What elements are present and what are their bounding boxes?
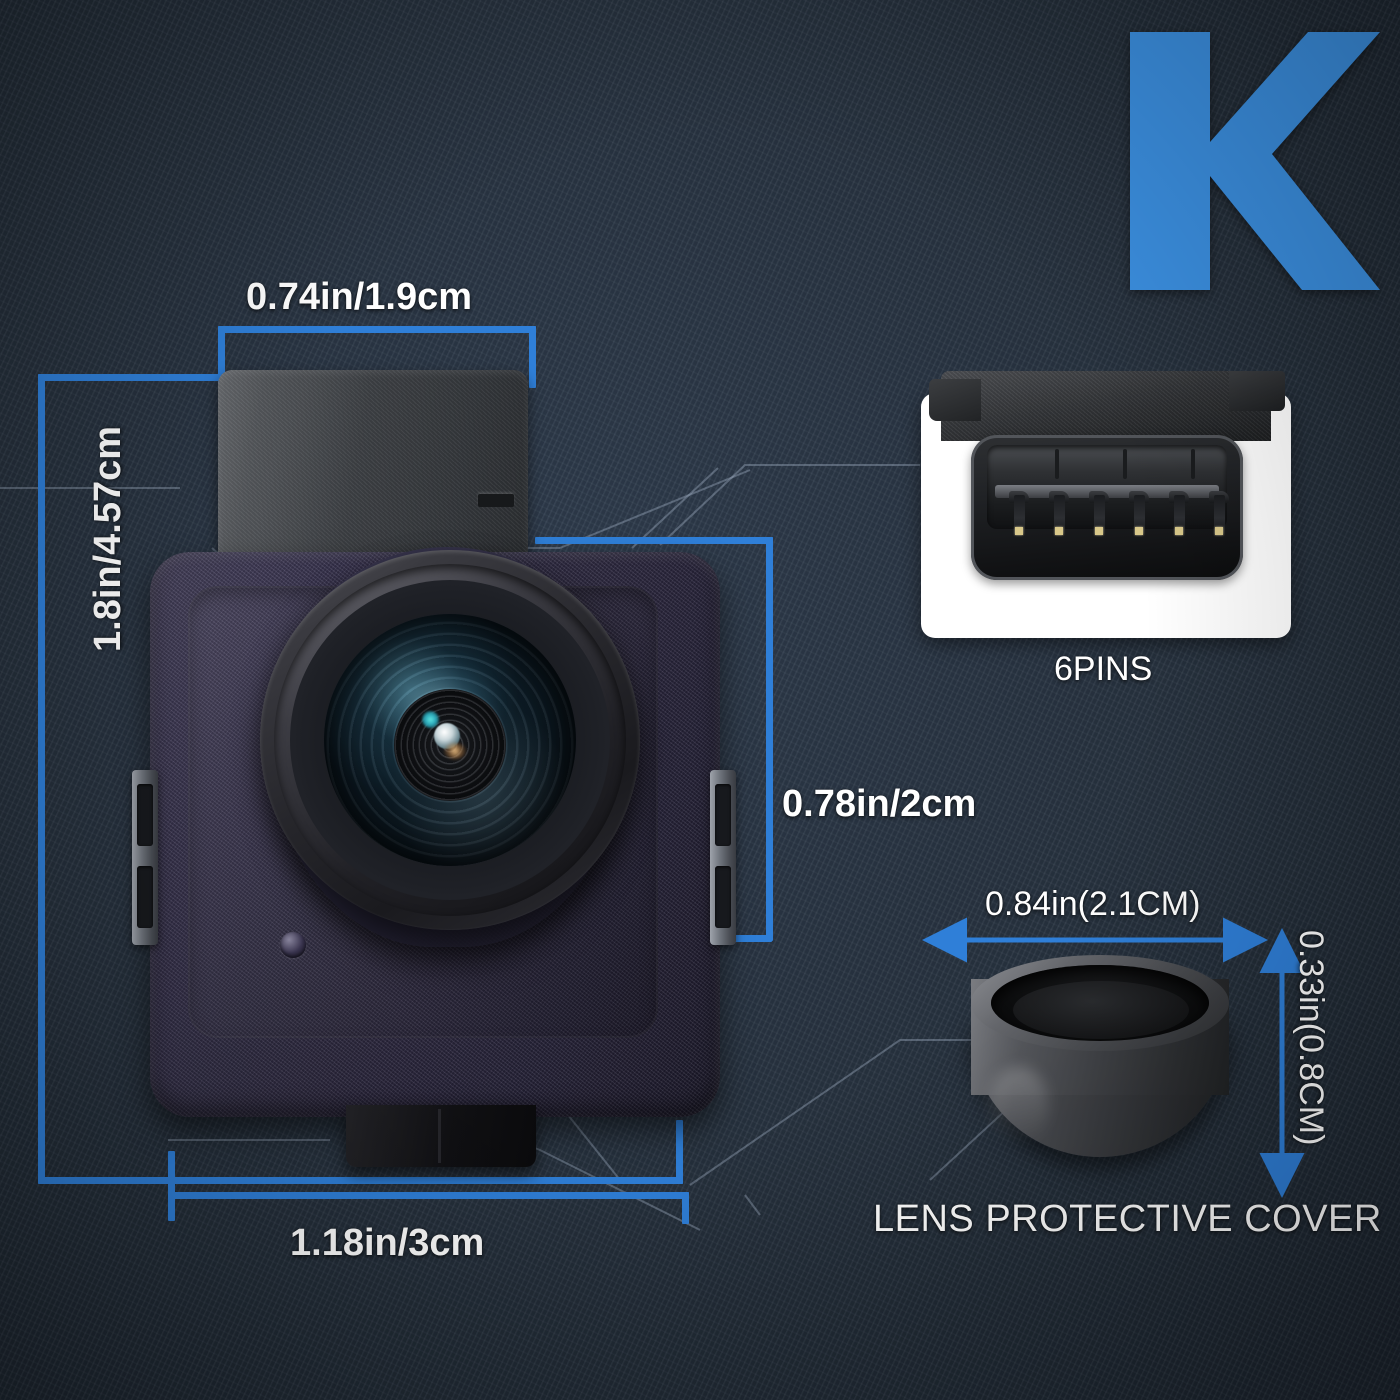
brand-logo-k bbox=[1112, 18, 1382, 298]
camera-mount-stem bbox=[346, 1105, 536, 1167]
lens-inner-ring bbox=[290, 580, 610, 900]
connector-cavity bbox=[987, 445, 1229, 537]
k-letter-icon bbox=[1130, 32, 1380, 290]
cover-specular-highlight bbox=[989, 1067, 1049, 1145]
clip-slot bbox=[137, 784, 153, 846]
dimline-bottom-width-tick-left bbox=[168, 1151, 175, 1221]
stem-divider bbox=[438, 1109, 441, 1163]
connector-pin bbox=[1134, 495, 1145, 537]
cavity-rib bbox=[1123, 449, 1127, 479]
dimline-depth-top-arm bbox=[535, 537, 773, 544]
camera-screw bbox=[280, 932, 306, 958]
connector-pin bbox=[1214, 495, 1225, 537]
dimline-bottom-outer-arm bbox=[38, 1177, 683, 1184]
camera-mount-clip-right bbox=[710, 770, 736, 945]
connector-notch bbox=[478, 494, 514, 507]
dimline-depth-vertical bbox=[766, 537, 773, 941]
dimline-bottom-width-bar bbox=[168, 1192, 689, 1199]
connector-pin bbox=[1094, 495, 1105, 537]
cavity-rib bbox=[1055, 449, 1059, 479]
connector-plug-body bbox=[971, 435, 1243, 580]
connector-pin bbox=[1174, 495, 1185, 537]
dimline-top-width-tick-right bbox=[529, 326, 536, 388]
label-depth: 0.78in/2cm bbox=[782, 783, 977, 825]
dimline-height-vertical bbox=[38, 374, 45, 1184]
label-top-width: 0.74in/1.9cm bbox=[246, 276, 473, 318]
connector-plug-shell bbox=[929, 371, 1285, 441]
camera-mount-clip-left bbox=[132, 770, 158, 945]
connector-pin bbox=[1014, 495, 1025, 537]
lens-bezel-ring bbox=[274, 564, 626, 916]
connector-pin bbox=[1054, 495, 1065, 537]
lens-protective-cover-image bbox=[955, 955, 1245, 1170]
label-cover-height: 0.33in(0.8CM) bbox=[1292, 930, 1330, 1146]
lens-cover-dimension-arrows bbox=[922, 917, 1305, 1198]
dimline-height-top-arm bbox=[38, 374, 223, 381]
clip-slot bbox=[715, 784, 731, 846]
label-bottom-width: 1.18in/3cm bbox=[290, 1222, 485, 1264]
lens-glass-element bbox=[324, 614, 576, 866]
dimline-bottom-outer-tick-right bbox=[676, 1120, 683, 1184]
label-cover-width: 0.84in(2.1CM) bbox=[985, 885, 1201, 923]
dimline-top-width-bar bbox=[218, 326, 536, 333]
lens-highlight-warm bbox=[444, 743, 466, 760]
camera-product-image bbox=[132, 370, 750, 1167]
plug-tab-right bbox=[1229, 371, 1285, 411]
clip-slot bbox=[137, 866, 153, 928]
cover-inner-floor bbox=[1013, 981, 1189, 1039]
plug-tab-left bbox=[929, 379, 981, 421]
dimline-bottom-width-tick-right bbox=[682, 1192, 689, 1224]
label-lens-protective-cover: LENS PROTECTIVE COVER bbox=[873, 1198, 1382, 1240]
camera-lens-assembly bbox=[260, 550, 640, 930]
connector-closeup-inset bbox=[921, 371, 1291, 638]
label-6pins: 6PINS bbox=[1054, 650, 1153, 688]
dimline-top-width-tick-left bbox=[218, 326, 225, 388]
cavity-rib bbox=[1191, 449, 1195, 479]
lens-highlight-teal bbox=[422, 711, 439, 729]
clip-slot bbox=[715, 866, 731, 928]
label-height: 1.8in/4.57cm bbox=[87, 425, 129, 652]
